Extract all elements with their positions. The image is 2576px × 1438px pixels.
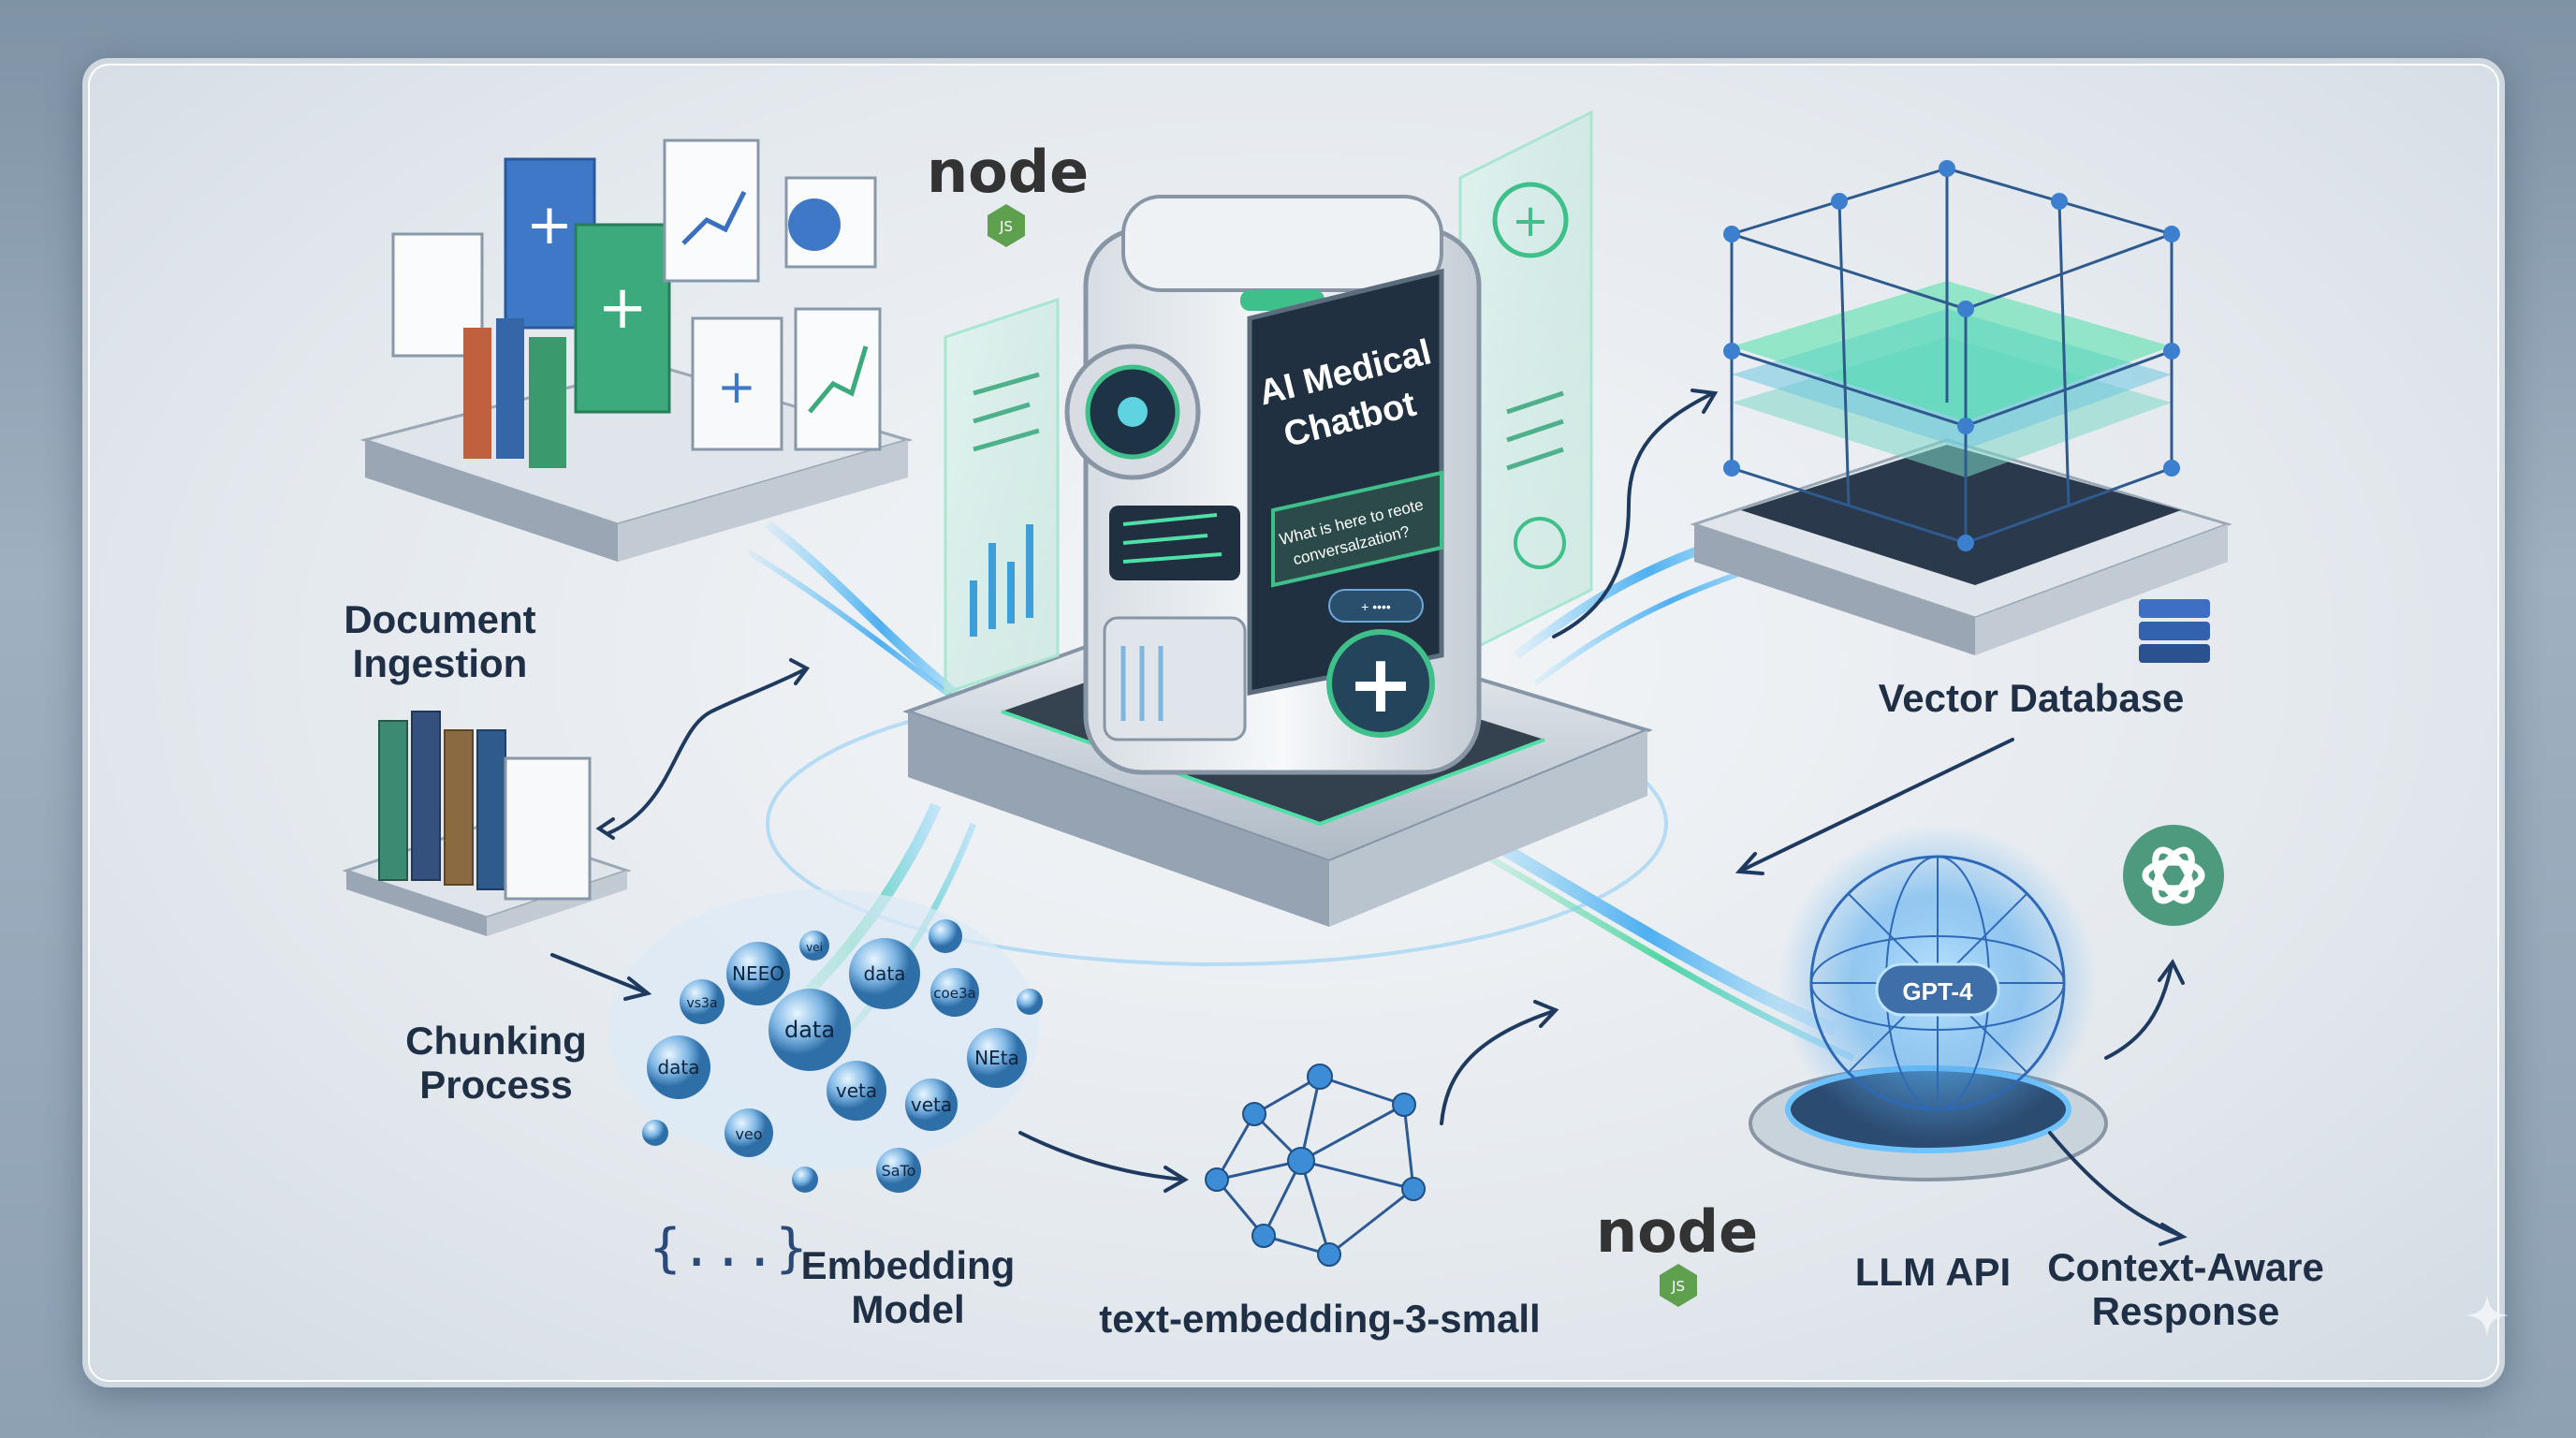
embedding-word: vs3a [686,996,717,1011]
embedding-model-label: Embedding Model [777,1243,1039,1331]
embedding-word: vei [806,941,823,954]
embedding-word: veo [735,1125,762,1143]
process-arrows [550,389,2188,1246]
llm-api-label: LLM API [1854,1250,2012,1294]
embedding-network-illustration [1205,1064,1426,1267]
svg-text:+: + [717,360,756,414]
svg-text:+: + [1347,638,1414,731]
document-ingestion-label: Document Ingestion [309,597,571,685]
embedding-cloud [608,889,1043,1193]
nodejs-logo-top: node JS [927,138,1089,247]
embedding-words: NEEO data data data veta NEta veta veo S… [657,941,1018,1180]
embedding-word: coe3a [933,985,975,1002]
embedding-word: veta [836,1079,877,1102]
svg-text:+: + [597,273,648,343]
embedding-word: data [657,1056,699,1078]
holo-panels: + [944,110,1593,696]
svg-text:+: + [1512,195,1549,247]
node-wordmark: node [927,138,1089,206]
code-braces-icon: {...} [650,1218,808,1279]
chunking-process-label: Chunking Process [365,1019,627,1107]
nodejs-logo-bottom: node JS [1596,1197,1758,1307]
context-aware-response-label: Context-Aware Response [2022,1245,2349,1333]
database-icon [2139,599,2210,663]
vector-database-label: Vector Database [1878,676,2185,720]
embedding-word: NEta [974,1047,1019,1069]
embedding-word: NEEO [732,962,784,985]
embedding-model-line1: Embedding [800,1243,1016,1287]
chatbot-device: + [1064,195,1482,775]
context-aware-line2: Response [2091,1289,2280,1334]
js-badge: JS [999,218,1013,235]
embedding-word: data [784,1017,835,1043]
llm-model-label: GPT-4 [1902,977,1973,1005]
openai-logo [2123,825,2224,926]
embedding-model-line2: Model [851,1287,965,1332]
document-ingestion-line1: Document [344,597,536,641]
sparkle-icon [2466,1294,2509,1337]
document-ingestion-line2: Ingestion [352,641,528,686]
embedding-word: veta [911,1093,952,1116]
llm-globe-illustration [1749,824,2108,1181]
chunking-process-line1: Chunking [405,1019,587,1063]
embedding-model-name: text-embedding-3-small [1099,1297,1541,1341]
document-stack-illustration: + + + [359,139,914,562]
chunking-process-line2: Process [419,1063,573,1108]
js-badge: JS [1671,1278,1685,1295]
chunking-books-illustration [342,711,632,936]
chat-reply: + •••• [1361,599,1391,614]
vector-database-illustration [1690,160,2232,663]
context-aware-line1: Context-Aware [2047,1245,2324,1289]
embedding-word: SaTo [882,1162,916,1180]
embedding-word: data [863,962,905,985]
node-wordmark: node [1596,1197,1758,1266]
svg-text:+: + [526,192,573,257]
